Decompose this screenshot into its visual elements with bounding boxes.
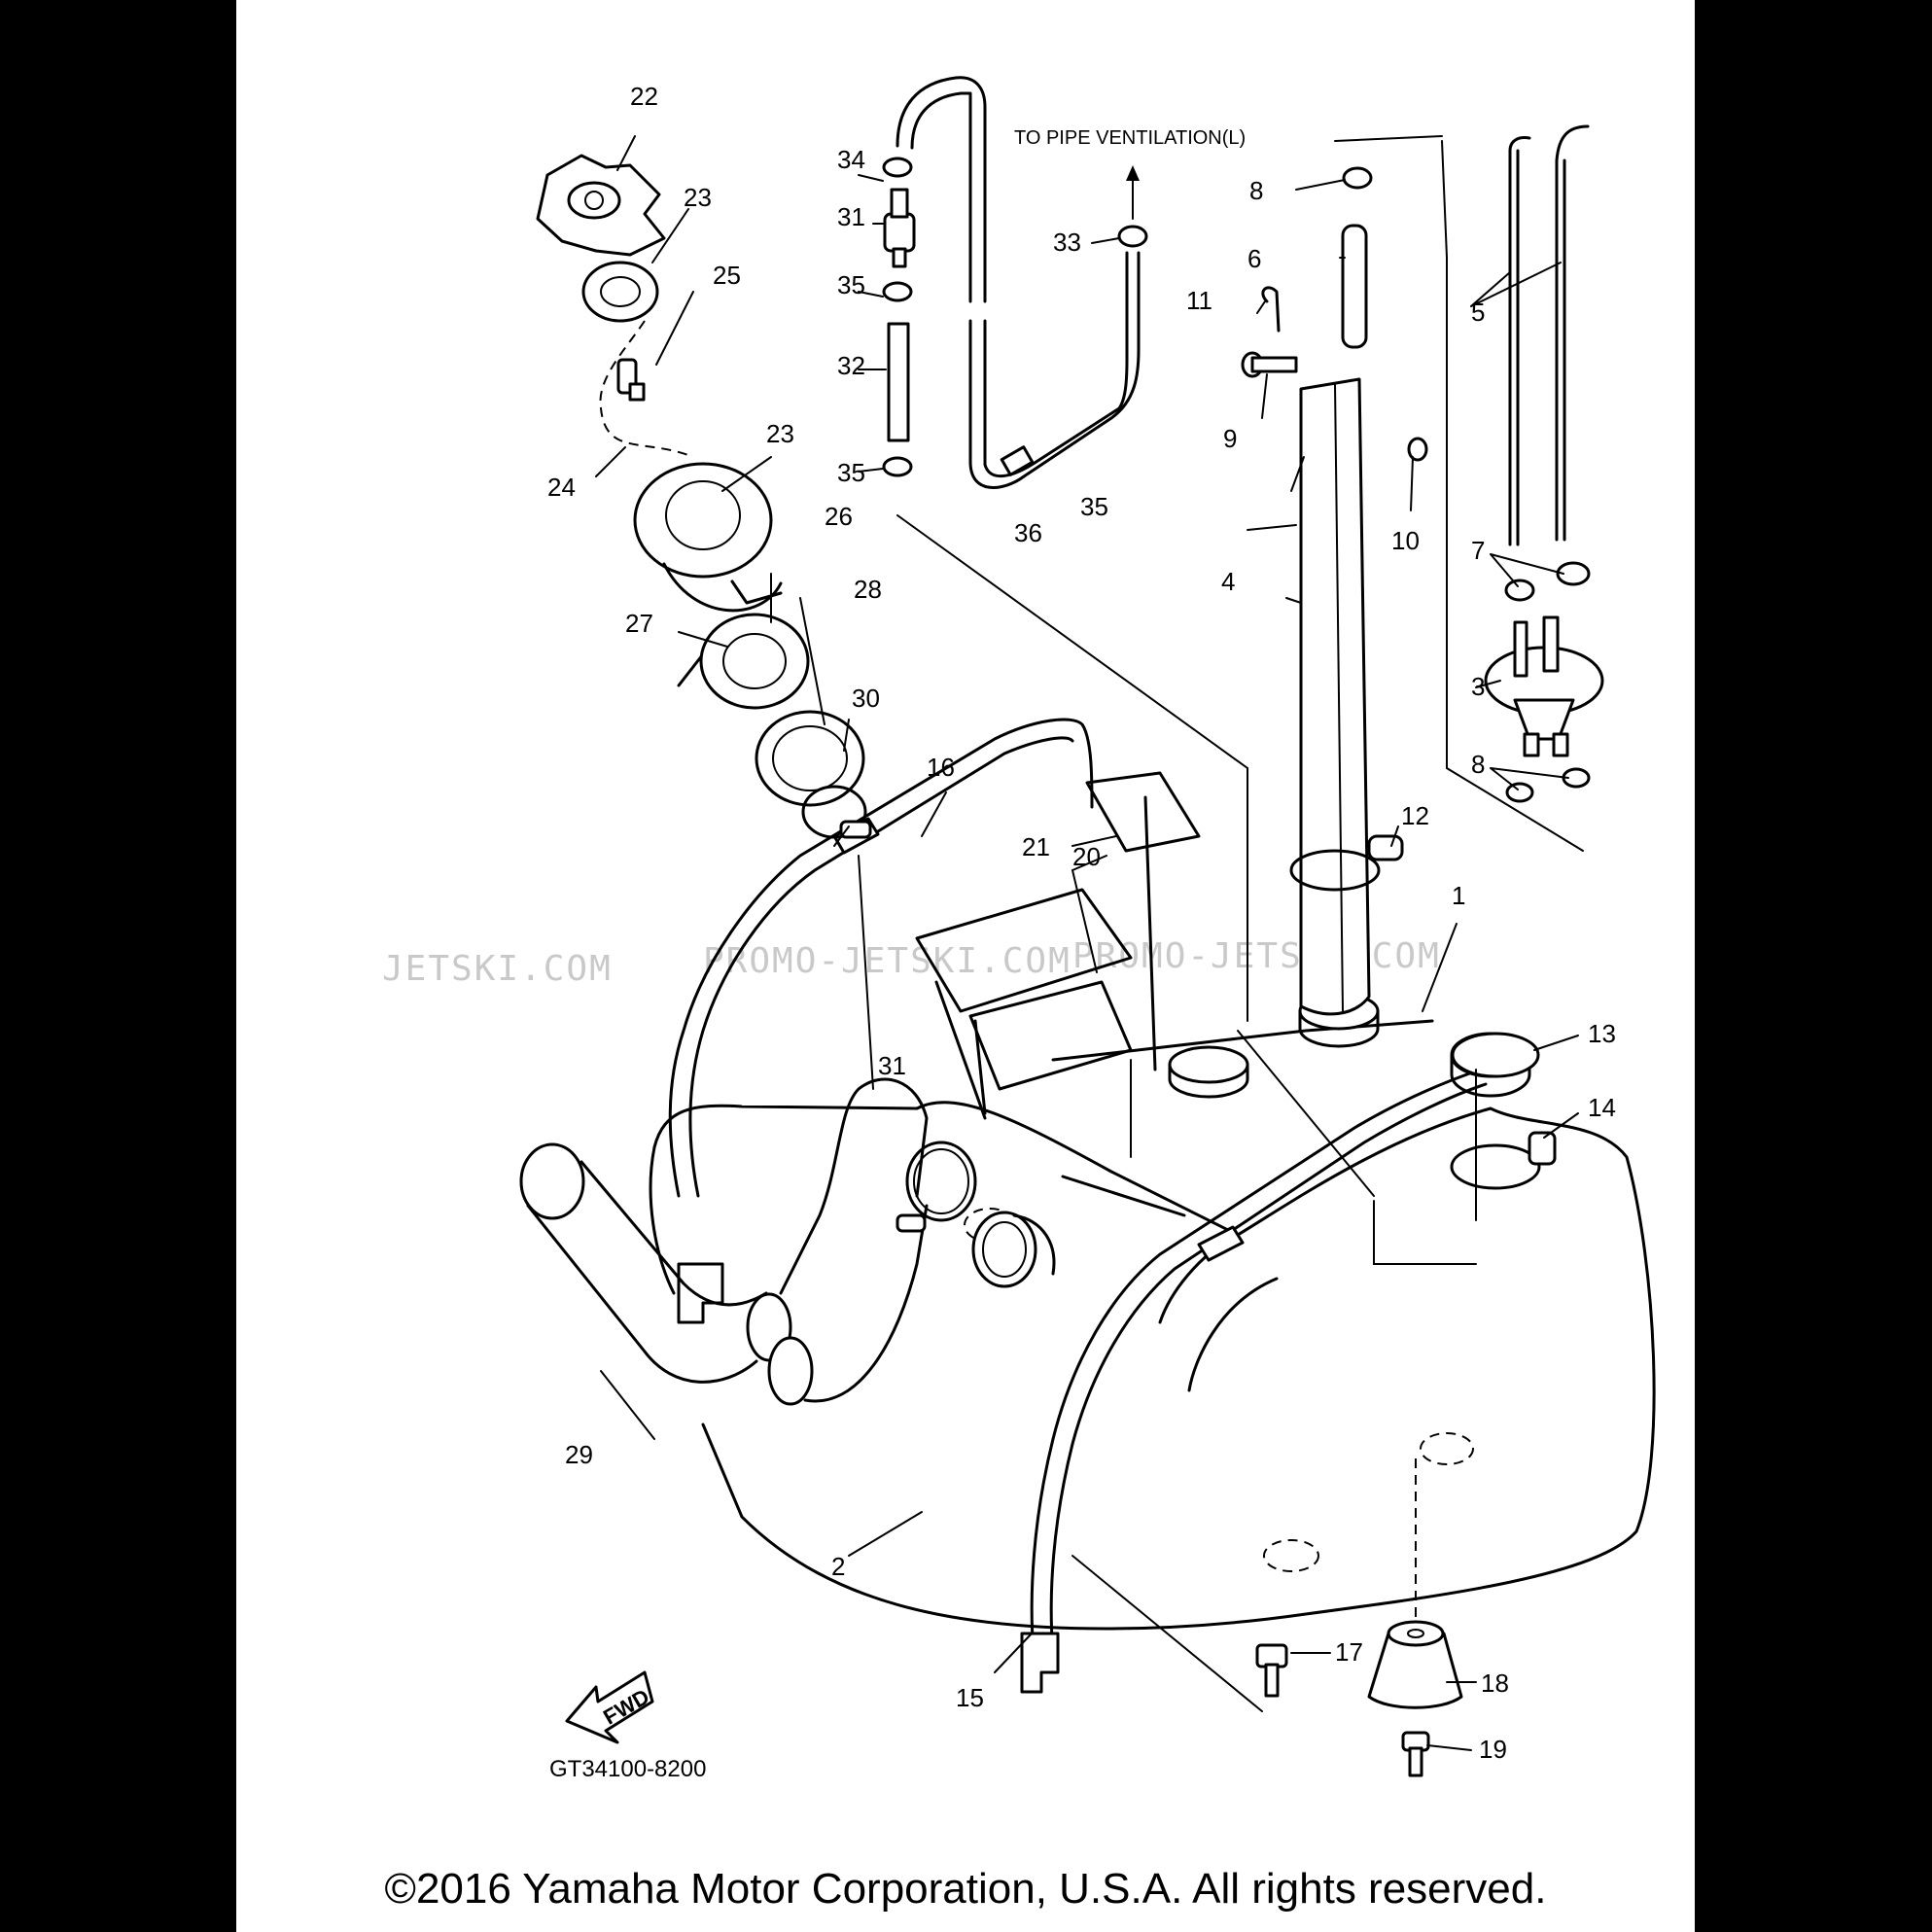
callout-24-26: 25: [713, 261, 741, 290]
fuel-cap: [536, 154, 666, 257]
rod-6: [1341, 224, 1368, 349]
callout-25: 24: [547, 473, 576, 502]
cap-gasket: [581, 261, 659, 323]
callout-36: 35: [1080, 492, 1108, 521]
callout-37: 36: [1014, 518, 1042, 547]
callout-28: 27: [625, 609, 653, 638]
bolt-17: [1255, 1643, 1288, 1698]
fwd-arrow: FWD: [565, 1670, 654, 1744]
callout-7: 7: [1471, 536, 1485, 565]
fuel-pump-unit-3: [1484, 615, 1604, 757]
callout-19: 19: [1479, 1735, 1507, 1764]
callout-22: 22: [630, 82, 658, 111]
warning-labels: [915, 771, 1201, 1115]
callout-35-c: 35: [837, 458, 865, 487]
check-valve-32: [883, 188, 916, 268]
callout-14: 14: [1588, 1093, 1616, 1122]
band-clamp-14: [1450, 1131, 1557, 1190]
hose-clamp-35b: [882, 281, 913, 302]
callout-11: 11: [1186, 286, 1212, 315]
callout-30: 29: [565, 1440, 593, 1469]
callout-18: 18: [1481, 1669, 1509, 1698]
callout-34: 33: [1053, 228, 1081, 257]
callout-numbers: 1 2 3 4 5 6 7 8 8 9 10 11 12 13 14 15 16…: [547, 82, 1616, 1764]
hose-pipe-33: [887, 322, 910, 442]
rubber-cap-13: [1451, 1032, 1540, 1078]
hose-clamp-35c: [882, 456, 913, 477]
callout-12: 12: [1401, 801, 1429, 830]
rubber-mount-18: [1367, 1620, 1463, 1709]
callout-4: 4: [1221, 567, 1235, 596]
cotter-pin-11: [1261, 286, 1281, 333]
callout-6: 6: [1247, 244, 1261, 273]
diagram-code: GT34100-8200: [549, 1756, 706, 1782]
callout-16: 16: [927, 753, 955, 782]
callout-29: 28: [854, 575, 882, 604]
callout-20: 20: [1072, 842, 1101, 871]
leader-lines: [595, 135, 1579, 1751]
watermark-2: PROMO-JETSKI.COM: [703, 941, 1071, 981]
watermark-3: PROMO-JETSKI.COM: [1072, 936, 1441, 976]
clamps-7: [1504, 561, 1591, 602]
diagram-sheet: JETSKI.COM PROMO-JETSKI.COM PROMO-JETSKI…: [236, 0, 1695, 1932]
callout-31-lower: 31: [878, 1051, 906, 1080]
callout-8-top: 8: [1249, 176, 1263, 205]
callout-3: 3: [1471, 672, 1485, 701]
vent-note: TO PIPE VENTILATION(L): [1014, 127, 1246, 149]
hose-clamp-upper: [801, 785, 872, 839]
callout-31-upper: 30: [852, 684, 880, 713]
callout-8-lower: 8: [1471, 750, 1485, 779]
washer-10: [1407, 437, 1428, 462]
clamp-8-top: [1342, 166, 1373, 190]
filler-neck: [633, 462, 783, 613]
callout-33: 32: [837, 351, 865, 380]
callout-1: 1: [1452, 881, 1465, 910]
filler-gasket: [755, 710, 865, 807]
callout-23: 23: [684, 183, 712, 212]
tether-chain: [599, 320, 694, 458]
fuel-tank-exploded-diagram: JETSKI.COM PROMO-JETSKI.COM PROMO-JETSKI…: [382, 76, 1656, 1782]
watermark-1: JETSKI.COM: [382, 949, 613, 989]
pickup-tube: [1299, 377, 1371, 1016]
bolt-19: [1401, 1731, 1430, 1777]
callout-35-a: 34: [837, 145, 865, 174]
pin-9: [1241, 351, 1298, 378]
gauge-clamp-12: [1289, 834, 1404, 892]
hose-clamp-35a: [882, 157, 913, 178]
copyright: ©2016 Yamaha Motor Corporation, U.S.A. A…: [384, 1865, 1547, 1913]
filler-hose: [519, 1077, 929, 1406]
callout-5: 5: [1471, 298, 1485, 327]
callout-21: 21: [1022, 832, 1050, 861]
callout-13: 13: [1588, 1019, 1616, 1048]
tank-strap-right: [1020, 1068, 1488, 1694]
callout-15: 15: [956, 1683, 984, 1712]
tank-top-panel: [934, 980, 1531, 1217]
connector-lines: [858, 135, 1584, 1712]
callout-35-b: 35: [837, 270, 865, 299]
callout-10: 10: [1391, 526, 1420, 555]
callout-24: 23: [766, 419, 794, 448]
vent-arrow: [1126, 165, 1140, 220]
callout-2: 2: [831, 1552, 845, 1581]
hose-clamp-lower: [896, 1141, 1056, 1288]
vent-clamp-34: [1117, 225, 1148, 248]
callout-9: 9: [1223, 424, 1237, 453]
callout-17: 17: [1335, 1637, 1363, 1667]
filler-seal: [699, 613, 810, 710]
callout-27: 26: [825, 502, 853, 531]
breather-hose: [896, 76, 1141, 489]
clamps-8-lower: [1505, 767, 1591, 803]
fuel-lines-5: [1508, 124, 1590, 546]
callout-32: 31: [837, 202, 865, 231]
cap-screw: [616, 358, 646, 402]
